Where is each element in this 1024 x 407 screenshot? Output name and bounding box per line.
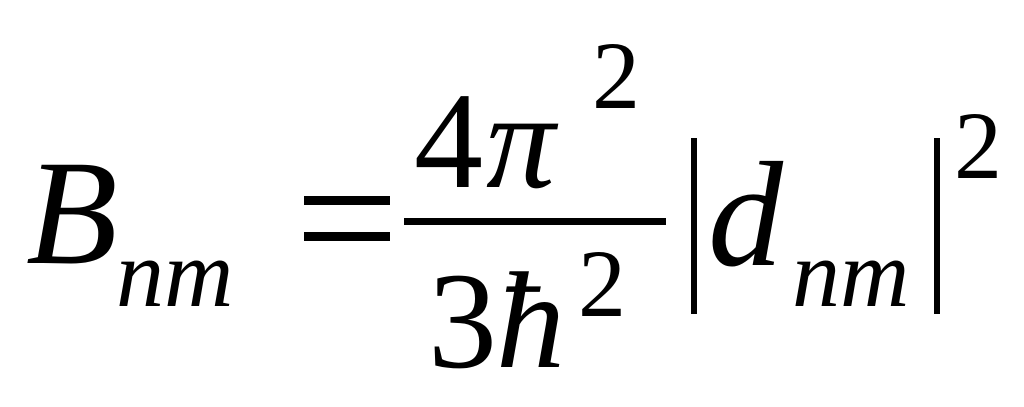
equals-sign-top-bar — [304, 196, 390, 205]
lhs-symbol: B — [26, 130, 118, 296]
absolute-value-left-bar — [691, 138, 697, 314]
denominator-exponent: 2 — [578, 230, 626, 337]
abs-term-symbol: d — [708, 132, 783, 298]
numerator-symbol: π — [486, 64, 556, 217]
fraction-bar — [404, 218, 666, 225]
abs-term-exponent: 2 — [954, 92, 1002, 199]
denominator-symbol: ħ — [496, 244, 565, 397]
denominator-coefficient: 3 — [428, 244, 497, 397]
lhs-subscript: nm — [116, 220, 234, 327]
equals-sign-bottom-bar — [304, 232, 390, 241]
abs-term-subscript: nm — [792, 220, 910, 327]
numerator-coefficient: 4 — [414, 64, 483, 217]
absolute-value-right-bar — [934, 138, 940, 314]
numerator-exponent: 2 — [592, 22, 640, 129]
